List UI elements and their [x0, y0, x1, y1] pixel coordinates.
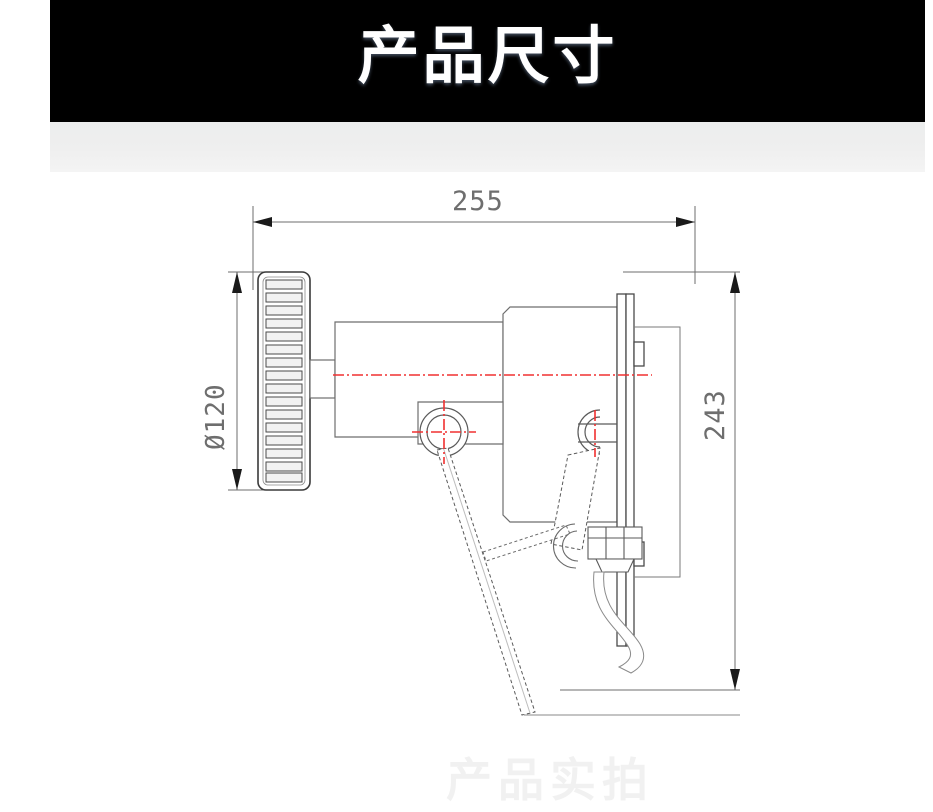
cable-gland [587, 526, 643, 573]
dimension-lines-group [228, 206, 740, 691]
dimension-label-overall-width: 255 [452, 186, 504, 217]
dimension-arrowheads [232, 217, 740, 690]
page-header-banner: 产品尺寸 [50, 0, 925, 122]
rear-housing [502, 306, 618, 523]
gland-hex-body [587, 526, 643, 560]
arrow-right-255 [676, 217, 695, 227]
drive-shaft [309, 359, 336, 399]
rear-cap-outline [634, 326, 681, 578]
centerlines-group [333, 374, 652, 464]
header-under-strip [50, 122, 925, 172]
mounting-flange [616, 293, 681, 647]
shaft-rect [309, 359, 336, 399]
handwheel-knurl-ridges [265, 279, 303, 483]
technical-drawing-area: 产品实拍 [0, 172, 933, 806]
lower-ring-outer [552, 523, 577, 569]
page-title: 产品尺寸 [357, 22, 618, 91]
flange-tab-top [633, 341, 645, 367]
flange-plate-front [616, 293, 627, 647]
lower-ring-inner [561, 530, 579, 562]
cable-body [593, 571, 645, 674]
lower-pivot-ring [552, 523, 579, 569]
arrow-top-120 [232, 272, 242, 293]
output-cable [593, 571, 645, 674]
image-watermark: 产品实拍 [446, 754, 654, 806]
arrow-bottom-243 [730, 669, 740, 690]
arrow-bottom-120 [232, 469, 242, 490]
arrow-left-255 [253, 217, 272, 227]
gland-taper [595, 558, 635, 573]
cross-link-rod [482, 524, 571, 562]
main-body-group [334, 306, 618, 523]
flange-plate-back [625, 293, 635, 647]
strut-long-highlight [443, 449, 531, 714]
strut-short-body [550, 447, 601, 551]
dimension-label-overall-height: 243 [700, 389, 731, 441]
dimension-drawing-svg [228, 206, 740, 716]
left-pivot-boss [419, 407, 469, 457]
arrow-top-243 [730, 272, 740, 293]
support-strut-short [550, 447, 601, 551]
knurled-handwheel [257, 271, 311, 491]
dimension-label-wheel-diameter: Ø120 [201, 383, 231, 450]
handwheel-inner-outline [262, 276, 306, 486]
cross-rod-body [482, 524, 571, 562]
